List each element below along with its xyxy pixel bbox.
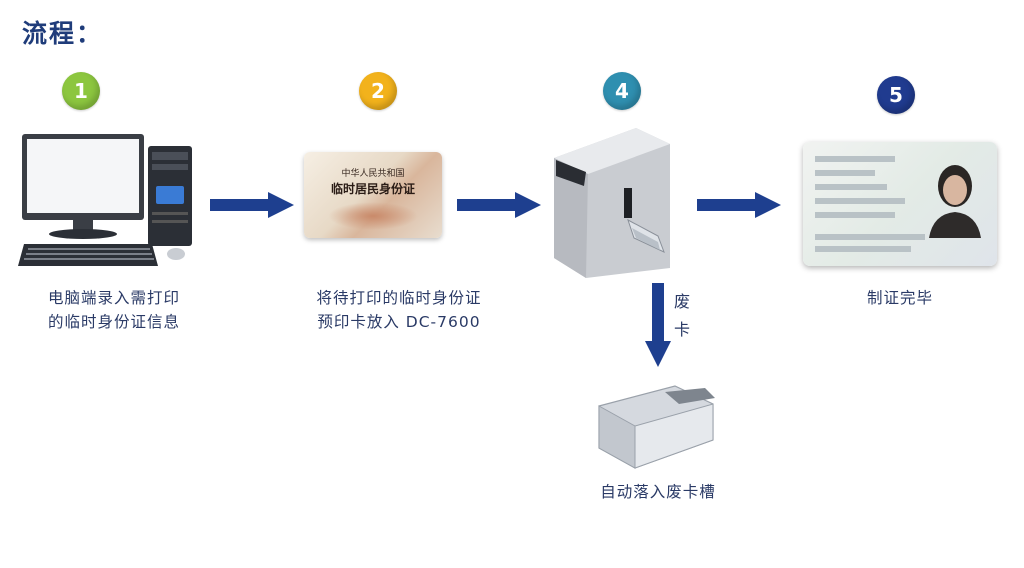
card-line-1: 中华人民共和国 <box>341 169 405 179</box>
step-1-caption-line-2: 的临时身份证信息 <box>47 313 180 331</box>
reject-caption: 自动落入废卡槽 <box>600 483 716 501</box>
reject-label-char-2: 卡 <box>674 320 691 339</box>
arrow-down-reject <box>645 283 671 367</box>
arrow-2-to-4 <box>457 192 541 218</box>
printer-icon <box>554 128 670 278</box>
step-5-caption: 制证完毕 <box>866 289 933 307</box>
step-4-badge: 4 <box>603 72 641 110</box>
page-title: 流程： <box>22 19 104 48</box>
reject-label-char-1: 废 <box>674 292 691 311</box>
step-1-badge: 1 <box>62 72 100 110</box>
step-2-caption: 将待打印的临时身份证 预印卡放入 DC-7600 <box>274 286 524 334</box>
step-2-badge: 2 <box>359 72 397 110</box>
step-1-caption: 电脑端录入需打印 的临时身份证信息 <box>14 286 214 334</box>
printed-card <box>803 142 997 266</box>
step-1-caption-line-1: 电脑端录入需打印 <box>47 289 180 307</box>
blank-card: 中华人民共和国 临时居民身份证 <box>304 152 442 238</box>
step-2-caption-line-1: 将待打印的临时身份证 <box>316 289 482 307</box>
computer-icon <box>18 134 192 266</box>
reject-label: 废 卡 <box>674 288 690 344</box>
step-5-badge: 5 <box>877 76 915 114</box>
arrow-1-to-2 <box>210 192 294 218</box>
reject-tray-icon <box>598 385 715 469</box>
arrow-4-to-5 <box>697 192 781 218</box>
step-2-caption-line-2: 预印卡放入 DC-7600 <box>317 313 481 331</box>
portrait-icon <box>929 165 981 238</box>
card-line-2: 临时居民身份证 <box>330 182 415 196</box>
